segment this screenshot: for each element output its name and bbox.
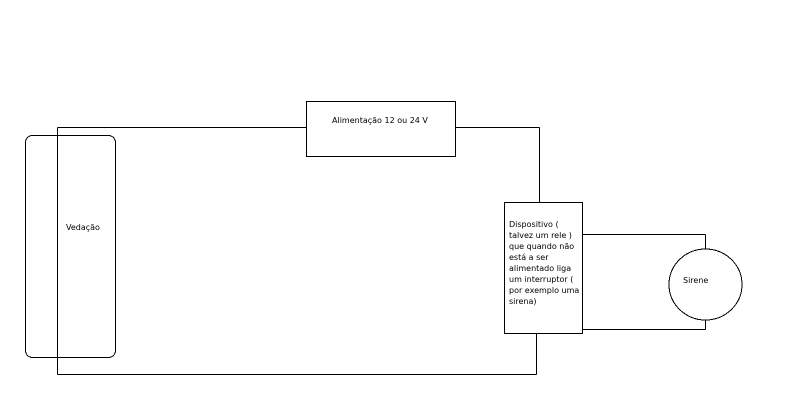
device-label: Dispositivo ( talvez um rele ) que quand… [509, 220, 580, 306]
power-supply-box [306, 101, 456, 157]
power-supply-label: Alimentação 12 ou 24 V [332, 116, 428, 125]
fence-box [25, 135, 116, 358]
siren-circle [668, 248, 743, 321]
fence-label: Vedação [66, 223, 100, 232]
siren-label: Sirene [683, 276, 709, 285]
device-box [504, 202, 583, 334]
